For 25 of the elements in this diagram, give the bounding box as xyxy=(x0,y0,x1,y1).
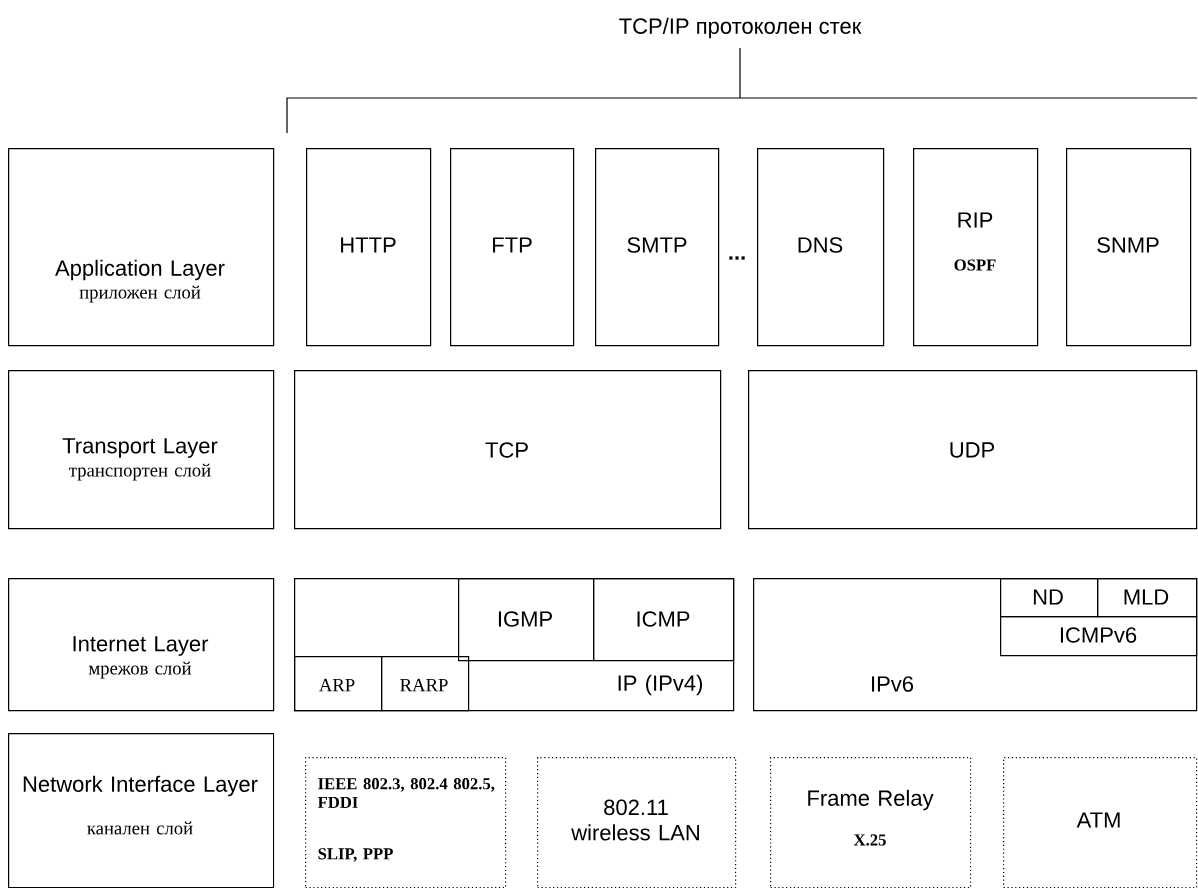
title: TCP/IP протоколен стек xyxy=(619,17,862,39)
layer-box: Transport Layer транспортен слой xyxy=(8,370,275,530)
interface-box: ATM xyxy=(1003,757,1198,888)
ellipsis: ... xyxy=(729,256,745,260)
layer-box: Network Interface Layer канален слой xyxy=(8,733,275,888)
protocol-box: ND xyxy=(1000,578,1099,618)
interface-box: 802.11 wireless LAN xyxy=(537,757,737,888)
layer-box: Internet Layer мрежов слой xyxy=(8,578,275,712)
protocol-box: ICMPv6 xyxy=(1000,616,1198,657)
layer-box: Application Layer приложен слой xyxy=(8,148,275,347)
protocol-box: SMTP xyxy=(595,148,720,347)
protocol-box: HTTP xyxy=(306,148,432,347)
protocol-box: FTP xyxy=(450,148,575,347)
protocol-box: ARP xyxy=(294,656,383,712)
protocol-box: SNMP xyxy=(1066,148,1192,347)
protocol-box: UDP xyxy=(748,370,1198,530)
protocol-box: IGMP xyxy=(458,578,595,662)
protocol-box: RARP xyxy=(381,656,470,712)
interface-box: IEEE 802.3, 802.4 802.5, FDDI SLIP, PPP xyxy=(305,757,507,888)
protocol-box: RIP OSPF xyxy=(913,148,1039,347)
protocol-box: ICMP xyxy=(593,578,735,662)
protocol-box: MLD xyxy=(1097,578,1198,618)
protocol-box: DNS xyxy=(757,148,885,347)
interface-box: Frame Relay X.25 xyxy=(770,757,972,888)
protocol-box: TCP xyxy=(294,370,722,530)
